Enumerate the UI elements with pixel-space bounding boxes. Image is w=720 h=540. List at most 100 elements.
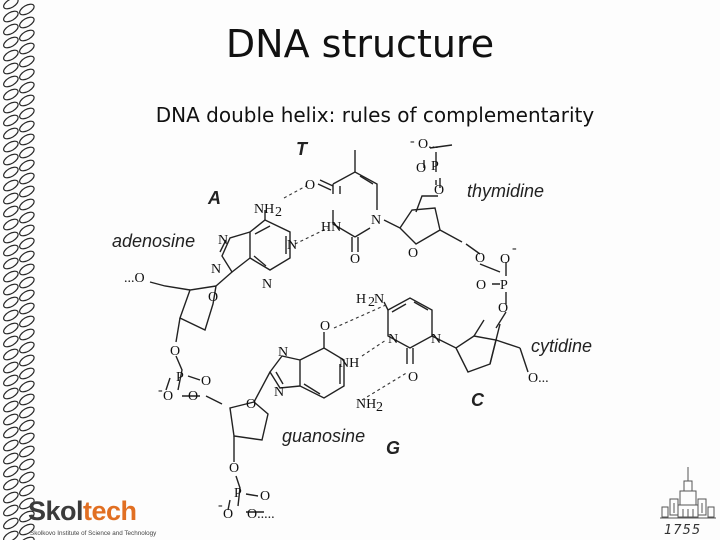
- chain-link: [19, 55, 35, 68]
- chain-link: [3, 491, 19, 504]
- chain-link: [3, 153, 19, 166]
- svg-text:O...: O...: [528, 371, 549, 386]
- chain-link: [3, 374, 19, 387]
- chain-link: [19, 276, 35, 289]
- chain-link: [3, 205, 19, 218]
- chain-link: [3, 400, 19, 413]
- atom-labels: - O... O P O O NH 2 HN N N N O O O O - O…: [124, 134, 549, 522]
- svg-text:N: N: [274, 385, 284, 400]
- chain-link: [19, 42, 35, 55]
- chain-link: [19, 471, 35, 484]
- slide-title: DNA structure: [225, 22, 495, 66]
- svg-text:O: O: [350, 252, 360, 267]
- svg-text:O: O: [416, 161, 426, 176]
- chain-link: [3, 296, 19, 309]
- chain-link: [3, 348, 19, 361]
- svg-text:N: N: [262, 277, 272, 292]
- chain-link: [19, 458, 35, 471]
- chain-link: [19, 94, 35, 107]
- chain-link: [19, 81, 35, 94]
- svg-text:O: O: [305, 178, 315, 193]
- chain-link: [19, 393, 35, 406]
- chain-link: [19, 367, 35, 380]
- university-building-emblem: [660, 467, 716, 519]
- chain-link: [19, 3, 35, 16]
- svg-text:N: N: [431, 332, 441, 347]
- chain-link: [3, 452, 19, 465]
- bond-lines: [149, 144, 529, 513]
- chain-link: [19, 484, 35, 497]
- svg-text:-: -: [158, 383, 163, 398]
- svg-text:NH: NH: [254, 202, 274, 217]
- chain-link: [3, 10, 19, 23]
- svg-text:P: P: [500, 278, 508, 293]
- svg-text:O: O: [163, 389, 173, 404]
- chain-link: [19, 237, 35, 250]
- chain-link: [3, 231, 19, 244]
- svg-text:O: O: [498, 301, 508, 316]
- chain-link: [19, 172, 35, 185]
- chain-link: [3, 192, 19, 205]
- chain-link: [3, 62, 19, 75]
- svg-text:P: P: [176, 370, 184, 385]
- svg-text:-: -: [410, 134, 415, 149]
- chain-link: [19, 16, 35, 29]
- svg-text:P: P: [234, 486, 242, 501]
- chain-link: [19, 536, 35, 540]
- svg-text:NH: NH: [356, 397, 376, 412]
- chain-link: [19, 419, 35, 432]
- svg-text:O...: O...: [418, 137, 439, 152]
- base-label-g: G: [386, 438, 400, 458]
- logo-tagline: Skolkovo Institute of Science and Techno…: [30, 530, 157, 537]
- chain-link: [19, 380, 35, 393]
- svg-text:O: O: [188, 389, 198, 404]
- chain-link: [3, 101, 19, 114]
- hydrogen-bonds: [283, 185, 409, 401]
- chain-link: [19, 406, 35, 419]
- chain-link: [19, 133, 35, 146]
- svg-text:O: O: [260, 489, 270, 504]
- chain-link: [3, 361, 19, 374]
- label-guanosine: guanosine: [282, 426, 365, 446]
- chain-link: [19, 159, 35, 172]
- svg-text:O: O: [223, 507, 233, 522]
- chain-link: [3, 478, 19, 491]
- skoltech-logo: Skoltech Skolkovo Institute of Science a…: [28, 496, 156, 540]
- chain-link: [19, 146, 35, 159]
- chain-link: [19, 107, 35, 120]
- chain-link: [3, 140, 19, 153]
- chain-link: [19, 289, 35, 302]
- chain-link: [19, 29, 35, 42]
- chain-link: [3, 413, 19, 426]
- chain-link: [3, 322, 19, 335]
- chain-link: [19, 211, 35, 224]
- chain-link: [3, 283, 19, 296]
- svg-text:N: N: [371, 213, 381, 228]
- chain-link: [19, 185, 35, 198]
- svg-text:...O: ...O: [124, 271, 145, 286]
- svg-text:2: 2: [368, 295, 375, 310]
- base-label-a: A: [207, 188, 221, 208]
- label-cytidine: cytidine: [531, 336, 592, 356]
- chain-link: [3, 218, 19, 231]
- svg-text:N: N: [211, 262, 221, 277]
- chain-link: [3, 257, 19, 270]
- svg-text:2: 2: [376, 400, 383, 415]
- chain-link: [3, 439, 19, 452]
- svg-text:O: O: [170, 344, 180, 359]
- svg-text:O: O: [476, 278, 486, 293]
- chain-link: [19, 315, 35, 328]
- chain-link: [3, 504, 19, 517]
- chain-link: [19, 250, 35, 263]
- svg-text:-: -: [218, 498, 223, 513]
- svg-text:N: N: [287, 238, 297, 253]
- svg-text:N: N: [278, 345, 288, 360]
- chain-link: [19, 120, 35, 133]
- svg-text:-: -: [512, 241, 517, 256]
- svg-text:O: O: [408, 246, 418, 261]
- svg-text:P: P: [431, 159, 439, 174]
- svg-text:NH: NH: [339, 356, 359, 371]
- svg-text:O: O: [408, 370, 418, 385]
- svg-text:O: O: [229, 461, 239, 476]
- base-label-c: C: [471, 390, 485, 410]
